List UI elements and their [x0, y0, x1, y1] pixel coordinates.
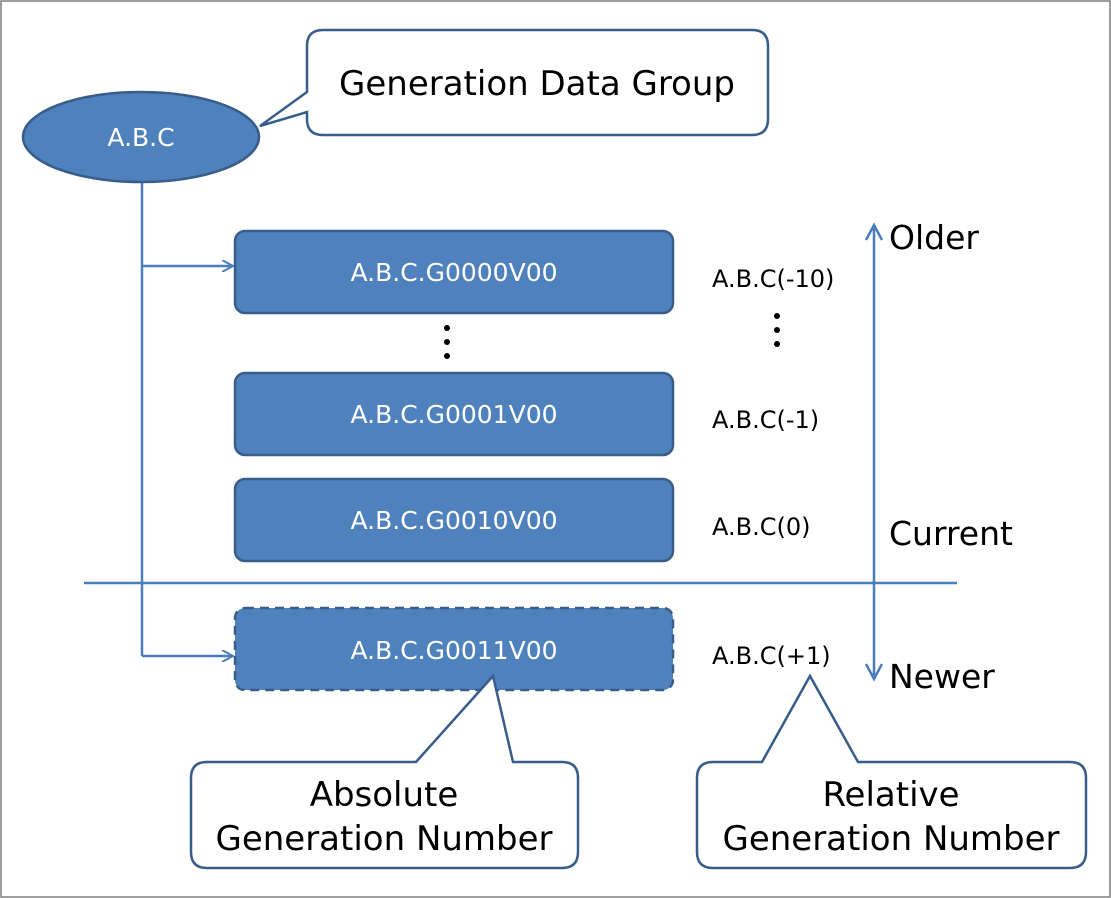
relative-name-2: A.B.C(0) [712, 513, 810, 541]
current-label: Current [889, 514, 1013, 553]
relative-name-3: A.B.C(+1) [712, 642, 831, 670]
generation-box-1 [233, 371, 675, 457]
relative-name-1: A.B.C(-1) [712, 406, 819, 434]
newer-label: Newer [889, 657, 995, 696]
vertical-ellipsis-right [774, 313, 780, 347]
relative-callout-line2: Generation Number [722, 819, 1059, 859]
root-dataset-label: A.B.C [107, 123, 174, 152]
absolute-callout-line2: Generation Number [215, 819, 552, 859]
generation-box-1-label: A.B.C.G0001V00 [350, 400, 557, 429]
gdg-callout-bubble [259, 28, 770, 137]
generation-box-3-label: A.B.C.G0011V00 [350, 636, 557, 665]
absolute-callout-line1: Absolute [310, 775, 459, 815]
older-label: Older [889, 218, 979, 257]
vertical-ellipsis-left [444, 325, 450, 359]
gdg-callout-text: Generation Data Group [339, 64, 735, 104]
generation-box-2 [233, 477, 675, 563]
newer-arrowhead [864, 663, 884, 682]
relative-callout-bubble [695, 673, 1088, 870]
older-arrowhead [864, 222, 884, 241]
generation-box-0-label: A.B.C.G0000V00 [350, 258, 557, 287]
generation-box-2-label: A.B.C.G0010V00 [350, 506, 557, 535]
root-dataset-ellipse [21, 90, 261, 184]
absolute-callout-bubble [189, 673, 580, 870]
relative-callout-line1: Relative [822, 775, 959, 815]
generation-box-3-new [233, 606, 675, 692]
generation-box-0 [233, 229, 675, 315]
relative-name-0: A.B.C(-10) [712, 265, 834, 293]
